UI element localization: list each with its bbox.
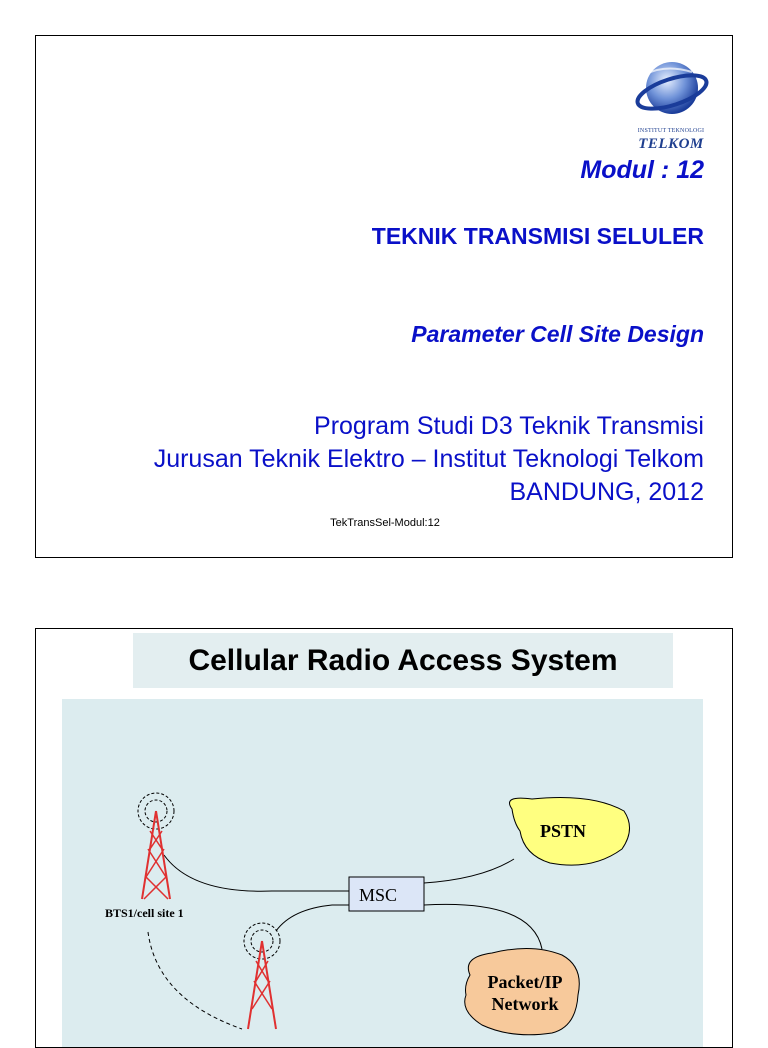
bts1-tower-icon — [137, 792, 175, 900]
handover-path — [147, 931, 243, 1030]
bts2-tower-icon — [243, 922, 281, 1030]
program-line: Program Studi D3 Teknik Transmisi — [314, 412, 704, 440]
packet-label-line2: Network — [491, 994, 559, 1014]
module-subtitle: Parameter Cell Site Design — [411, 321, 704, 347]
pstn-label: PSTN — [540, 821, 587, 841]
course-title: TEKNIK TRANSMISI SELULER — [371, 223, 704, 249]
slide-title: Cellular Radio Access System — [133, 633, 673, 688]
packet-label-line1: Packet/IP — [487, 972, 563, 992]
slide-footer: TekTransSel-Modul:12 — [330, 517, 440, 529]
logo-telkom-text: TELKOM — [638, 136, 704, 152]
title-slide: INSTITUT TEKNOLOGI TELKOM Modul : 12 TEK… — [35, 35, 733, 558]
msc-packet-link — [423, 903, 543, 950]
globe-icon — [635, 62, 709, 114]
bts1-label: BTS1/cell site 1 — [105, 906, 184, 920]
diagram-slide: Cellular Radio Access System — [35, 628, 733, 1048]
packet-network-cloud — [464, 947, 580, 1036]
msc-box — [348, 876, 425, 912]
module-number: Modul : 12 — [580, 156, 704, 184]
bts2-msc-link — [275, 904, 349, 932]
network-diagram: PSTN MSC BTS1/cell site 1 Packet/IP Netw… — [62, 699, 703, 1047]
logo-institut-text: INSTITUT TEKNOLOGI — [637, 128, 705, 134]
department-line: Jurusan Teknik Elektro – Institut Teknol… — [153, 445, 704, 473]
msc-label: MSC — [359, 885, 398, 905]
pstn-cloud — [509, 797, 630, 866]
telkom-logo: INSTITUT TEKNOLOGI TELKOM — [626, 52, 716, 156]
bts1-msc-link — [163, 854, 349, 892]
location-year-line: BANDUNG, 2012 — [509, 478, 704, 506]
msc-pstn-link — [423, 858, 515, 884]
slide-title-text: Cellular Radio Access System — [188, 643, 618, 677]
packet-network-label: Packet/IP Network — [480, 971, 570, 1015]
